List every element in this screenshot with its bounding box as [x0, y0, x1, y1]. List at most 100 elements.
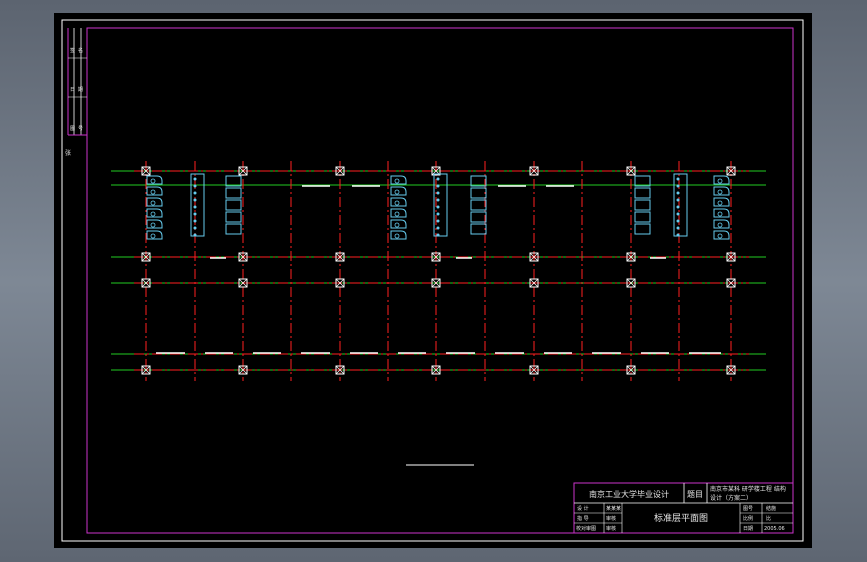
fixture-dot	[676, 205, 680, 209]
column-outline	[529, 278, 539, 288]
column-hatch	[238, 166, 248, 176]
tb-right-cell-1: 图号	[743, 506, 753, 512]
columns	[141, 166, 736, 375]
fixture-step	[634, 199, 651, 211]
column-outline	[238, 365, 248, 375]
tb-left-cell-5: 校对审图	[576, 525, 596, 532]
fixture-cell	[390, 208, 407, 218]
column-outline	[529, 365, 539, 375]
fixture-frame	[673, 173, 688, 237]
fixture-step	[470, 199, 487, 211]
fixture-bowl	[150, 178, 156, 184]
column	[141, 252, 151, 262]
column	[726, 278, 736, 288]
fixture-dot	[193, 177, 197, 181]
column-hatch	[726, 166, 736, 176]
column	[726, 365, 736, 375]
fixture-dot	[436, 205, 440, 209]
side-mark: 张	[65, 149, 71, 157]
drawing-name: 标准层平面图	[654, 512, 708, 524]
fixture-cell	[390, 186, 407, 196]
fixture-bowl	[394, 200, 400, 206]
fixture-bowl	[717, 222, 723, 228]
column-hatch	[335, 166, 345, 176]
column	[529, 278, 539, 288]
column-hatch	[431, 166, 441, 176]
fixture-dot	[436, 212, 440, 216]
fixture-step	[225, 223, 242, 235]
column	[529, 166, 539, 176]
column-hatch	[431, 278, 441, 288]
fixture-dot	[676, 233, 680, 237]
column	[431, 278, 441, 288]
column	[726, 252, 736, 262]
column-outline	[335, 252, 345, 262]
side-strip: 签 名 日 期 图 号 张	[65, 28, 87, 157]
column	[335, 365, 345, 375]
column-hatch	[726, 252, 736, 262]
fixture-bowl	[394, 233, 400, 239]
tb-left-cell-6: 审核	[606, 525, 616, 532]
fixture-bowl	[717, 211, 723, 217]
column	[529, 252, 539, 262]
column-hatch	[529, 278, 539, 288]
column-outline	[141, 252, 151, 262]
fixture-step	[634, 211, 651, 223]
side-label-3: 日	[70, 87, 75, 93]
column-hatch	[626, 166, 636, 176]
stair-fixture	[390, 175, 407, 240]
column	[141, 365, 151, 375]
column-hatch	[141, 252, 151, 262]
column-outline	[626, 365, 636, 375]
stair-fixture	[190, 173, 205, 237]
side-label-5: 图	[70, 126, 75, 132]
stair-fixture	[433, 173, 448, 237]
column-outline	[141, 365, 151, 375]
title-block[interactable]: 南京工业大学毕业设计 题目 南京市某科 研学楼工程 结构 设计（方案二） 标准层…	[573, 482, 794, 534]
floor-plan-drawing[interactable]: 签 名 日 期 图 号 张 南京工业大学毕业设计 题目 南京市某科 研学楼工程 …	[54, 13, 812, 548]
column	[141, 166, 151, 176]
fixture-dot	[436, 226, 440, 230]
fixture-cell	[390, 197, 407, 207]
fixture-dot	[193, 226, 197, 230]
fixture-bowl	[150, 222, 156, 228]
column	[726, 166, 736, 176]
stair-fixture	[634, 175, 651, 235]
fixture-step	[634, 187, 651, 199]
stairs	[146, 173, 730, 240]
column	[626, 166, 636, 176]
column-hatch	[335, 252, 345, 262]
fixture-dot	[436, 198, 440, 202]
tb-right-cell-4: 比	[766, 515, 771, 522]
cad-drawing-viewport[interactable]: 签 名 日 期 图 号 张 南京工业大学毕业设计 题目 南京市某科 研学楼工程 …	[54, 13, 812, 548]
school-name: 南京工业大学毕业设计	[589, 489, 669, 499]
walls	[156, 185, 721, 354]
column-outline	[238, 166, 248, 176]
side-label-4: 期	[78, 87, 83, 93]
column-hatch	[335, 365, 345, 375]
fixture-step	[225, 211, 242, 223]
fixture-step	[225, 187, 242, 199]
fixture-bowl	[717, 189, 723, 195]
fixture-dot	[436, 233, 440, 237]
tb-left-cell-2: 某某某	[606, 506, 621, 512]
column-hatch	[431, 365, 441, 375]
fixture-frame	[190, 173, 205, 237]
fixture-dot	[193, 184, 197, 188]
fixture-dot	[193, 219, 197, 223]
tb-left-cell-4: 审核	[606, 515, 616, 522]
fixture-dot	[193, 205, 197, 209]
column-hatch	[238, 252, 248, 262]
column	[626, 252, 636, 262]
column-outline	[529, 166, 539, 176]
column-hatch	[626, 278, 636, 288]
column-hatch	[141, 166, 151, 176]
column	[529, 365, 539, 375]
column-hatch	[141, 278, 151, 288]
column	[431, 166, 441, 176]
column	[238, 252, 248, 262]
fixture-cell	[713, 175, 730, 185]
fixture-cell	[390, 230, 407, 240]
fixture-dot	[193, 198, 197, 202]
fixture-step	[634, 223, 651, 235]
